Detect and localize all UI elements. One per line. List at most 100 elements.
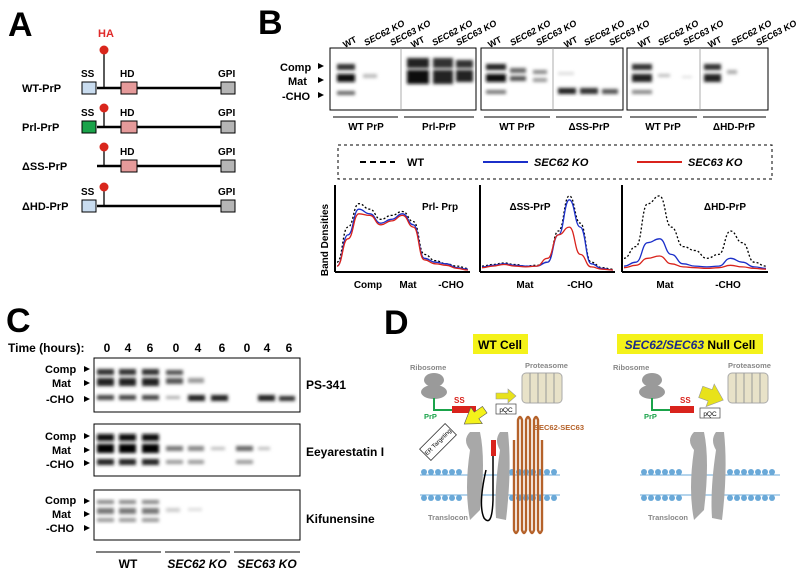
panel-b-charts: Band Densities Prl- Prp Comp Mat -CHO ΔS… (320, 185, 768, 291)
panel-b-letter: B (258, 4, 283, 42)
svg-text:Mat: Mat (52, 509, 71, 521)
panel-d: WT Cell Ribosome SS PrP Proteasome pQC E… (410, 334, 780, 535)
group-label: WT PrP (348, 122, 384, 133)
construct-dhd-prp: ΔHD-PrP SS GPI (22, 182, 236, 213)
construct-name: Prl-PrP (22, 122, 59, 134)
blot-ps341: Comp Mat -CHO PS-341 (45, 357, 346, 413)
gpi-box (220, 159, 236, 173)
proteasome-icon (727, 372, 769, 404)
construct-prl-prp: Prl-PrP SS HD GPI (22, 103, 236, 134)
hd-label: HD (120, 69, 134, 80)
gpi-label: GPI (218, 69, 235, 80)
construct-name: ΔSS-PrP (22, 161, 67, 173)
blot-eeyarestatin: Comp Mat -CHO Eeyarestatin I (45, 423, 384, 477)
svg-text:-CHO: -CHO (46, 523, 75, 535)
series-line-sec62-ko (336, 208, 469, 270)
treatment-label: PS-341 (306, 378, 346, 392)
svg-text:4: 4 (264, 341, 271, 355)
ribosome-icon (421, 373, 447, 399)
gpi-label: GPI (218, 147, 235, 158)
hd-box (120, 120, 138, 134)
panel-c: Time (hours): 0 4 6 0 4 6 0 4 6 Comp Mat… (8, 341, 384, 571)
construct-name: WT-PrP (22, 83, 61, 95)
group-label: ΔSS-PrP (568, 122, 609, 133)
hd-box (120, 81, 138, 95)
translocon-label: Translocon (428, 513, 468, 522)
ha-pin-icon (99, 45, 109, 55)
group-label: WT PrP (499, 122, 535, 133)
svg-text:pQC: pQC (499, 407, 513, 414)
membrane-null (640, 469, 780, 501)
chart-title: ΔHD-PrP (704, 202, 747, 213)
construct-name: ΔHD-PrP (22, 201, 68, 213)
time-label: Time (hours): (8, 341, 84, 355)
svg-text:WT: WT (341, 34, 358, 50)
wt-cell-title-bg (473, 334, 528, 354)
pqc-arrow-icon (495, 388, 517, 404)
svg-text:WT: WT (636, 34, 653, 50)
er-targeting-tag: ER Targeting (419, 423, 457, 461)
panel-b-blots: Comp Mat -CHO WT SEC62 KO SEC63 KO WT SE… (280, 18, 798, 133)
svg-text:0: 0 (104, 341, 111, 355)
construct-wt-prp: WT-PrP SS HD GPI (22, 45, 236, 95)
ha-pin-icon (99, 142, 109, 152)
translocon-right (495, 432, 510, 520)
svg-text:SS: SS (680, 396, 691, 405)
hd-box (120, 159, 138, 173)
svg-text:0: 0 (173, 341, 180, 355)
svg-text:6: 6 (147, 341, 154, 355)
svg-text:4: 4 (195, 341, 202, 355)
svg-text:6: 6 (286, 341, 293, 355)
construct-dss-prp: ΔSS-PrP HD GPI (22, 142, 236, 173)
x-tick-label: Mat (516, 280, 534, 291)
band-label-comp: Comp (280, 62, 311, 74)
hd-label: HD (120, 147, 134, 158)
ss-label: SS (81, 108, 95, 119)
ha-pin-icon (99, 103, 109, 113)
proteasome-label: Proteasome (728, 361, 771, 370)
series-line-sec62-ko (623, 238, 767, 270)
proteasome-icon (521, 372, 563, 404)
series-line-sec63-ko (481, 226, 614, 271)
chart-dss-prp: ΔSS-PrP Mat -CHO (479, 185, 615, 291)
panel-a: HA WT-PrP SS HD GPI Prl-PrP SS HD GPI (22, 28, 236, 213)
translocon-label: Translocon (648, 513, 688, 522)
svg-text:-CHO: -CHO (46, 394, 75, 406)
panel-c-letter: C (6, 302, 31, 340)
svg-text:Comp: Comp (45, 364, 76, 376)
ss-segment (452, 406, 476, 413)
hd-label: HD (120, 108, 134, 119)
ha-label: HA (98, 28, 114, 40)
group-label: Prl-PrP (422, 122, 456, 133)
sec62-sec63-label: SEC62-SEC63 (534, 423, 584, 432)
legend-label-sec63: SEC63 KO (688, 157, 743, 169)
gpi-box (220, 120, 236, 134)
treatment-label: Eeyarestatin I (306, 445, 384, 459)
svg-text:Comp: Comp (45, 431, 76, 443)
blot-kifunensine: Comp Mat -CHO Kifunensine (45, 489, 375, 541)
svg-text:WT: WT (562, 34, 579, 50)
svg-text:pQC: pQC (703, 411, 717, 418)
svg-text:PrP: PrP (424, 412, 437, 421)
chart-title: Prl- Prp (422, 202, 458, 213)
translocon-left (466, 432, 483, 520)
treatment-label: Kifunensine (306, 512, 375, 526)
panel-b-legend: WT SEC62 KO SEC63 KO (337, 144, 773, 180)
x-tick-label: -CHO (567, 280, 593, 291)
ha-pin-icon (99, 182, 109, 192)
x-tick-label: -CHO (438, 280, 464, 291)
series-line-sec62-ko (481, 199, 614, 271)
chart-title: ΔSS-PrP (509, 202, 550, 213)
group-label: WT PrP (645, 122, 681, 133)
svg-text:SS: SS (454, 396, 465, 405)
null-cell-title-bg (617, 334, 763, 354)
translocon-left (690, 432, 707, 520)
x-tick-label: Mat (399, 280, 417, 291)
time-points: 0 4 6 0 4 6 0 4 6 (104, 341, 293, 355)
group-label: WT (119, 557, 138, 571)
chart-dhd-prp: ΔHD-PrP Mat -CHO (621, 185, 768, 291)
svg-text:-CHO: -CHO (46, 459, 75, 471)
panel-d-letter: D (384, 304, 409, 342)
sec62-sec63-icon (512, 415, 544, 535)
null-cell-title: SEC62/SEC63 Null Cell (625, 338, 756, 352)
